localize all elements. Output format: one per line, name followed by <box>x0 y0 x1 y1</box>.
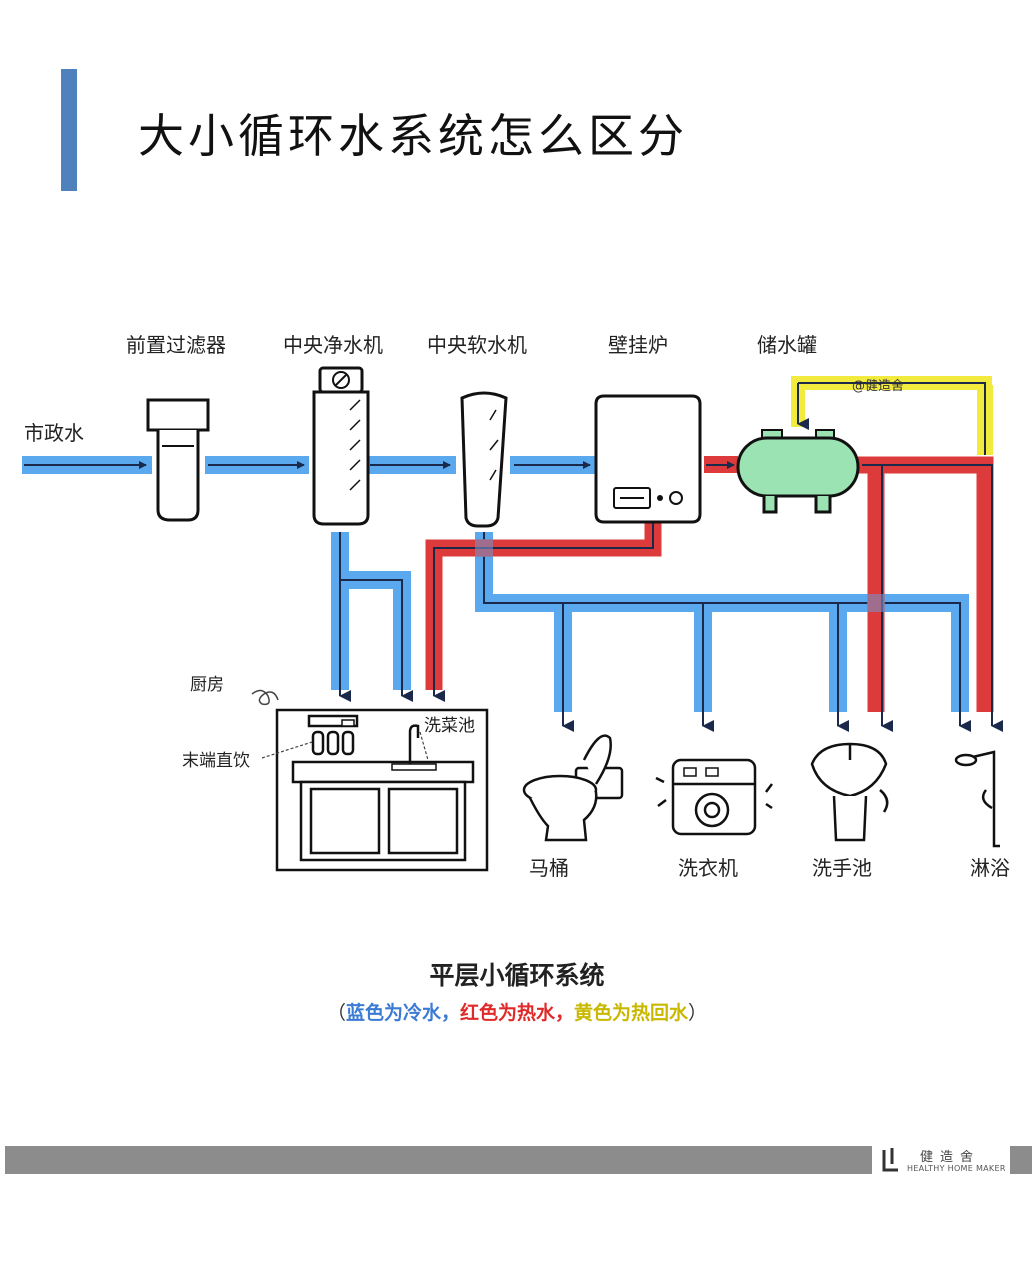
shower-icon <box>954 750 1000 848</box>
label-terminal-drinking: 末端直饮 <box>182 751 250 771</box>
legend-close: ） <box>688 1002 708 1024</box>
legend-open: （ <box>326 1002 346 1024</box>
label-wall-boiler: 壁挂炉 <box>608 333 668 357</box>
brand-subtitle: HEALTHY HOME MAKER <box>907 1164 1006 1173</box>
label-central-purifier: 中央净水机 <box>283 333 383 357</box>
terminal-drinking-leader <box>261 741 313 759</box>
label-central-softener: 中央软水机 <box>427 333 527 357</box>
toilet-icon <box>522 734 624 842</box>
label-wash-basin: 洗手池 <box>812 856 872 880</box>
watermark: @健造舍 <box>852 379 904 394</box>
label-storage-tank: 储水罐 <box>757 333 817 357</box>
legend-cold: 蓝色为冷水， <box>345 1002 460 1024</box>
brand-name: 健造舍 <box>920 1150 981 1165</box>
washing-machine-icon <box>655 758 773 836</box>
footer-bar <box>5 1146 872 1174</box>
wash-basin-icon <box>810 742 889 842</box>
color-legend: （蓝色为冷水，红色为热水，黄色为热回水） <box>0 998 1034 1025</box>
pre-filter-icon <box>146 398 210 522</box>
label-shower: 淋浴 <box>970 856 1010 880</box>
brand-logo-icon <box>882 1148 898 1172</box>
soft-water-pipe <box>475 532 971 732</box>
hot-water-pipe <box>425 456 1003 732</box>
kitchen-cabinet-icon <box>275 708 489 872</box>
legend-hot: 红色为热水， <box>459 1002 574 1024</box>
label-pre-filter: 前置过滤器 <box>126 333 226 357</box>
storage-tank-icon <box>736 429 860 514</box>
wall-boiler-icon <box>594 394 702 524</box>
cold-main-pipe <box>22 456 596 474</box>
label-vegetable-sink: 洗菜池 <box>424 716 475 736</box>
diagram-caption: 平层小循环系统 <box>429 961 605 990</box>
title-accent-bar <box>61 69 77 191</box>
hot-return-pipe <box>798 376 993 455</box>
label-washing-machine: 洗衣机 <box>678 856 738 880</box>
label-toilet: 马桶 <box>529 856 569 880</box>
page-title: 大小循环水系统怎么区分 <box>138 109 688 163</box>
central-purifier-icon <box>312 366 370 526</box>
legend-return: 黄色为热回水 <box>574 1002 689 1024</box>
purified-water-pipe <box>331 532 413 702</box>
kitchen-pointer-spiral <box>251 689 279 706</box>
footer-bar-end <box>1010 1146 1032 1174</box>
label-municipal-water: 市政水 <box>24 421 84 445</box>
label-kitchen: 厨房 <box>190 675 224 695</box>
central-softener-icon <box>460 391 508 528</box>
